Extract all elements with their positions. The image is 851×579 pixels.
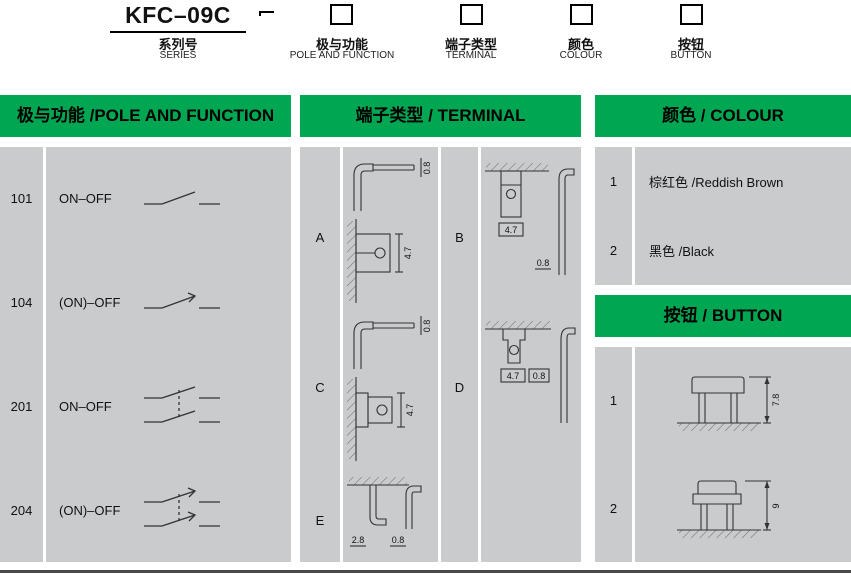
button-code: 2 (609, 500, 618, 516)
dpst-switch-symbol (144, 386, 220, 424)
button-1-drawing: 7.8 (677, 376, 781, 431)
pole-code: 201 (10, 398, 33, 414)
pole-function-row: 201 ON–OFF (0, 354, 291, 459)
dim-label: 4.7 (507, 371, 520, 381)
divider (478, 147, 481, 562)
divider (438, 147, 441, 562)
button-2-drawing: 9 (677, 480, 781, 539)
checkbox-pole-function (330, 4, 353, 25)
pole-label: ON–OFF (59, 398, 112, 414)
option-label-en: TERMINAL (445, 50, 497, 61)
terminal-code-b: B (455, 230, 464, 245)
terminal-d-drawing: 4.7 0.8 (485, 321, 576, 423)
dim-label: 0.8 (422, 320, 432, 333)
divider (632, 216, 635, 285)
pole-function-body: 101 ON–OFF 104 (ON)–OFF (0, 147, 291, 562)
dim-label: 4.7 (403, 247, 413, 260)
dim-label: 2.8 (352, 535, 365, 545)
colour-row: 2 黑色 /Black (595, 216, 851, 285)
dim-label: 9 (771, 504, 781, 509)
colour-name: 黑色 /Black (649, 244, 715, 259)
pole-function-row: 101 ON–OFF (0, 147, 291, 251)
dpst-momentary-switch-symbol (144, 487, 220, 527)
divider (43, 250, 46, 355)
option-label-en: COLOUR (559, 50, 603, 61)
dim-label: 7.8 (771, 393, 781, 406)
series-label-cn: 系列号 (158, 37, 198, 52)
checkbox-colour (570, 4, 593, 25)
dim-label: 0.8 (422, 162, 432, 175)
button-row: 1 7.8 (595, 347, 851, 455)
pole-label: ON–OFF (59, 191, 112, 207)
terminal-e-drawing: 2.8 0.8 (347, 477, 422, 547)
dim-label: 4.7 (405, 404, 415, 417)
option-label-en: POLE AND FUNCTION (289, 50, 395, 61)
colour-body: 1 棕红色 /Reddish Brown 2 黑色 /Black (595, 147, 851, 285)
terminal-code-d: D (454, 380, 465, 395)
button-header: 按钮 / BUTTON (595, 295, 851, 337)
pole-label: (ON)–OFF (59, 295, 121, 311)
divider (340, 147, 343, 562)
pole-label: (ON)–OFF (59, 502, 121, 518)
model-number: KFC–09C (110, 2, 246, 33)
divider (632, 347, 635, 455)
terminal-header: 端子类型 / TERMINAL (300, 95, 581, 137)
terminal-a-drawing: 0.8 4.7 (347, 158, 432, 303)
divider (43, 458, 46, 562)
button-row: 2 9 (595, 454, 851, 562)
colour-name: 棕红色 /Reddish Brown (649, 175, 784, 190)
pole-function-header: 极与功能 /POLE AND FUNCTION (0, 95, 291, 137)
pole-code: 104 (10, 295, 33, 311)
terminal-body: A B C D E 0.8 4.7 (300, 147, 581, 562)
terminal-b-drawing: 4.7 0.8 (485, 163, 575, 275)
terminal-code-e: E (315, 513, 325, 528)
button-body: 1 7.8 (595, 347, 851, 562)
option-label-en: BUTTON (670, 50, 712, 61)
option-label-cn: 端子类型 (444, 37, 497, 52)
divider (632, 147, 635, 216)
dim-label: 4.7 (505, 225, 518, 235)
terminal-code-a: A (315, 230, 325, 245)
spst-switch-symbol (144, 191, 220, 205)
pole-function-row: 104 (ON)–OFF (0, 250, 291, 355)
divider (43, 354, 46, 459)
colour-row: 1 棕红色 /Reddish Brown (595, 147, 851, 216)
terminal-code-c: C (315, 380, 325, 395)
series-label-en: SERIES (159, 50, 197, 61)
spst-momentary-switch-symbol (144, 292, 220, 309)
dim-label: 0.8 (537, 258, 550, 268)
option-label-cn: 颜色 (567, 37, 594, 52)
option-label-cn: 极与功能 (315, 37, 368, 52)
checkbox-terminal (460, 4, 483, 25)
button-code: 1 (609, 393, 618, 409)
checkbox-button (680, 4, 703, 25)
connector-line (259, 11, 274, 16)
colour-code: 2 (609, 243, 618, 258)
pole-code: 204 (10, 502, 33, 518)
dim-label: 0.8 (392, 535, 405, 545)
colour-code: 1 (609, 174, 618, 189)
pole-code: 101 (10, 191, 33, 207)
dim-label: 0.8 (533, 371, 546, 381)
colour-header: 颜色 / COLOUR (595, 95, 851, 137)
divider (43, 147, 46, 251)
option-label-cn: 按钮 (677, 37, 704, 52)
pole-function-row: 204 (ON)–OFF (0, 458, 291, 562)
divider (632, 454, 635, 562)
terminal-c-drawing: 0.8 4.7 (347, 316, 432, 461)
bottom-rule (0, 570, 851, 573)
